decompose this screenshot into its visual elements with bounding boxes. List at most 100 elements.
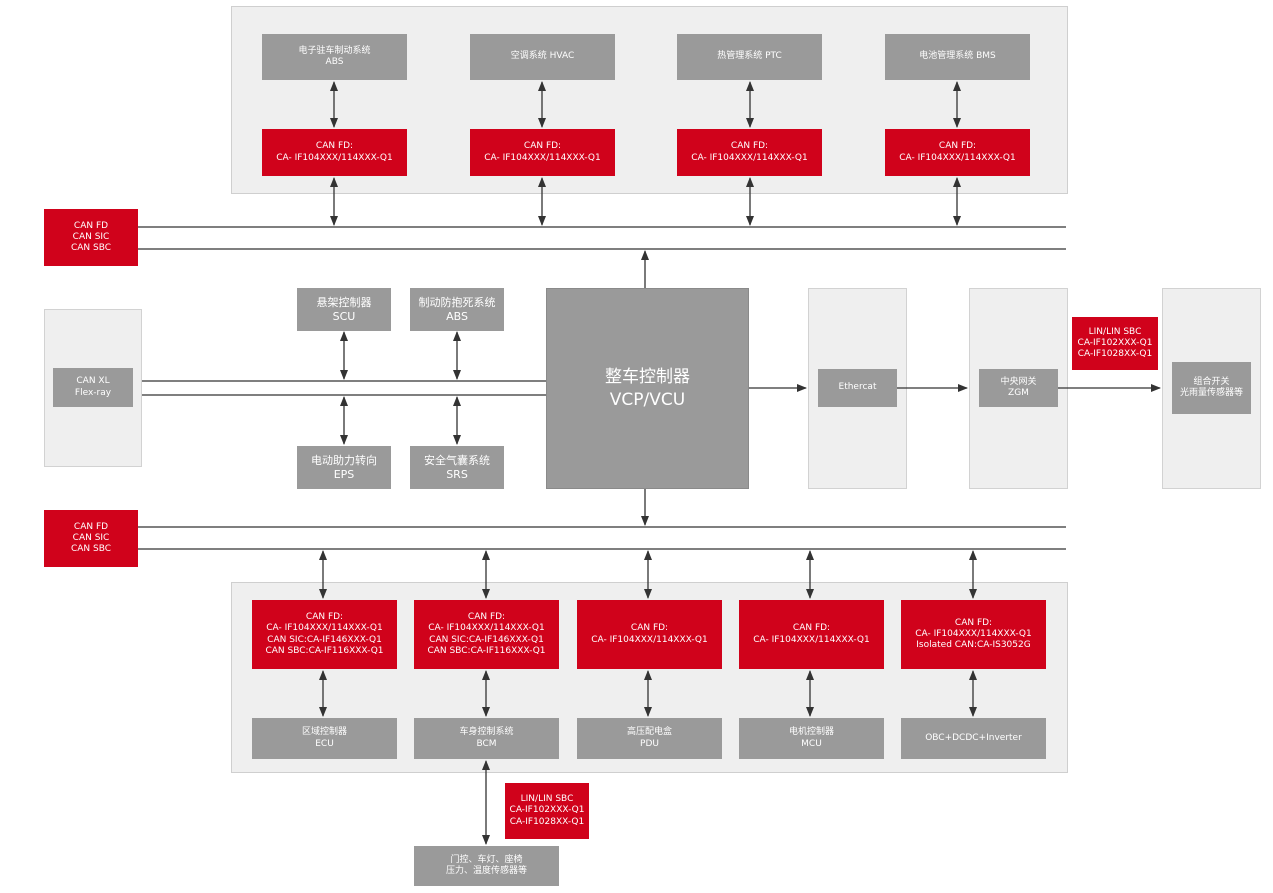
transceiver-line: CAN FD:: [523, 141, 562, 152]
mid-ecu-sub: SRS: [446, 467, 468, 481]
zgm-node[interactable]: 中央网关 ZGM: [979, 369, 1058, 407]
door-module-line: 门控、车灯、座椅: [450, 854, 523, 865]
vehicle-control-unit[interactable]: 整车控制器 VCP/VCU: [546, 288, 749, 489]
top-ecu-abs[interactable]: 电子驻车制动系统 ABS: [262, 34, 407, 80]
bus-label-top[interactable]: CAN FD CAN SIC CAN SBC: [44, 209, 138, 266]
bottom-ecu-sub: PDU: [640, 738, 659, 749]
can-xl-line: Flex-ray: [74, 387, 112, 398]
top-ecu-bms[interactable]: 电池管理系统 BMS: [885, 34, 1030, 80]
transceiver-line: CA- IF104XXX/114XXX-Q1: [753, 634, 870, 645]
transceiver-line: CAN FD:: [792, 623, 831, 634]
bottom-ecu-sub: MCU: [801, 738, 822, 749]
transceiver-line: CAN FD:: [630, 623, 669, 634]
bus-label-line: CAN SIC: [72, 532, 110, 543]
lin-line: CA-IF1028XX-Q1: [509, 816, 585, 827]
top-ecu-hvac[interactable]: 空调系统 HVAC: [470, 34, 615, 80]
bottom-ecu-sub: BCM: [476, 738, 497, 749]
ethercat-node[interactable]: Ethercat: [818, 369, 897, 407]
top-transceiver[interactable]: CAN FD: CA- IF104XXX/114XXX-Q1: [262, 129, 407, 176]
mid-ecu-eps[interactable]: 电动助力转向 EPS: [297, 446, 391, 489]
bus-label-bottom[interactable]: CAN FD CAN SIC CAN SBC: [44, 510, 138, 567]
bottom-ecu-name: 电机控制器: [788, 727, 834, 738]
transceiver-line: CA- IF104XXX/114XXX-Q1: [915, 628, 1032, 639]
transceiver-line: CAN FD:: [938, 141, 977, 152]
transceiver-line: CA- IF104XXX/114XXX-Q1: [591, 634, 708, 645]
transceiver-line: CAN FD:: [730, 141, 769, 152]
mid-ecu-abs[interactable]: 制动防抱死系统 ABS: [410, 288, 504, 331]
transceiver-line: CAN SBC:CA-IF116XXX-Q1: [265, 645, 384, 656]
vcu-title: 整车控制器: [605, 367, 690, 388]
bottom-ecu-bcm[interactable]: 车身控制系统 BCM: [414, 718, 559, 759]
bottom-ecu-name: 区域控制器: [301, 727, 347, 738]
lin-line: LIN/LIN SBC: [1088, 326, 1142, 337]
door-module-line: 压力、温度传感器等: [445, 866, 527, 876]
transceiver-line: CA- IF104XXX/114XXX-Q1: [691, 152, 808, 163]
bus-label-line: CAN FD: [73, 521, 109, 532]
mid-ecu-sub: SCU: [332, 309, 356, 323]
bottom-ecu-pdu[interactable]: 高压配电盒 PDU: [577, 718, 722, 759]
bottom-ecu-name: 车身控制系统: [459, 727, 514, 738]
top-ecu-name: 热管理系统 PTC: [717, 51, 782, 62]
transceiver-line: CAN SBC:CA-IF116XXX-Q1: [427, 645, 546, 656]
bottom-ecu-mcu[interactable]: 电机控制器 MCU: [739, 718, 884, 759]
mid-ecu-scu[interactable]: 悬架控制器 SCU: [297, 288, 391, 331]
bottom-transceiver[interactable]: CAN FD: CA- IF104XXX/114XXX-Q1 Isolated …: [901, 600, 1046, 669]
mid-ecu-sub: EPS: [333, 467, 355, 481]
transceiver-line: CAN SIC:CA-IF146XXX-Q1: [267, 634, 382, 645]
mid-ecu-sub: ABS: [446, 309, 468, 323]
top-ecu-sub: ABS: [325, 57, 344, 67]
vcu-sub: VCP/VCU: [609, 389, 686, 410]
top-ecu-name: 空调系统 HVAC: [510, 51, 575, 62]
mid-ecu-srs[interactable]: 安全气囊系统 SRS: [410, 446, 504, 489]
transceiver-line: Isolated CAN:CA-IS3052G: [916, 640, 1031, 651]
lin-line: CA-IF1028XX-Q1: [1077, 349, 1153, 360]
transceiver-line: CAN FD:: [315, 141, 354, 152]
bottom-transceiver[interactable]: CAN FD: CA- IF104XXX/114XXX-Q1 CAN SIC:C…: [414, 600, 559, 669]
lin-line: CA-IF102XXX-Q1: [1077, 337, 1153, 348]
top-ecu-name: 电池管理系统 BMS: [919, 51, 996, 62]
mid-ecu-name: 制动防抱死系统: [418, 295, 496, 309]
transceiver-line: CAN SIC:CA-IF146XXX-Q1: [429, 634, 544, 645]
bottom-ecu-name: OBC+DCDC+Inverter: [925, 732, 1022, 743]
ethercat-label: Ethercat: [838, 382, 877, 393]
bottom-ecu-sub: ECU: [315, 738, 334, 749]
transceiver-line: CA- IF104XXX/114XXX-Q1: [266, 623, 383, 634]
mid-ecu-name: 悬架控制器: [316, 295, 372, 309]
bottom-transceiver[interactable]: CAN FD: CA- IF104XXX/114XXX-Q1: [739, 600, 884, 669]
can-xl-line: CAN XL: [76, 376, 110, 387]
bus-label-line: CAN SBC: [70, 544, 112, 555]
top-ecu-ptc[interactable]: 热管理系统 PTC: [677, 34, 822, 80]
bottom-ecu-obc[interactable]: OBC+DCDC+Inverter: [901, 718, 1046, 759]
lin-line: LIN/LIN SBC: [520, 794, 574, 805]
door-module-node[interactable]: 门控、车灯、座椅 压力、温度传感器等: [414, 846, 559, 886]
transceiver-line: CA- IF104XXX/114XXX-Q1: [484, 152, 601, 163]
bottom-ecu-ecu[interactable]: 区域控制器 ECU: [252, 718, 397, 759]
zgm-line: ZGM: [1008, 388, 1029, 398]
transceiver-line: CA- IF104XXX/114XXX-Q1: [428, 623, 545, 634]
transceiver-line: CA- IF104XXX/114XXX-Q1: [899, 152, 1016, 163]
transceiver-line: CAN FD:: [305, 612, 344, 622]
lin-transceiver-right[interactable]: LIN/LIN SBC CA-IF102XXX-Q1 CA-IF1028XX-Q…: [1072, 317, 1158, 370]
bus-label-line: CAN SBC: [70, 243, 112, 254]
mid-ecu-name: 安全气囊系统: [424, 453, 490, 467]
transceiver-line: CAN FD:: [467, 612, 506, 622]
lin-line: CA-IF102XXX-Q1: [509, 805, 585, 816]
can-xl-node[interactable]: CAN XL Flex-ray: [53, 368, 133, 407]
combo-switch-line: 光雨量传感器等: [1179, 388, 1243, 398]
mid-ecu-name: 电动助力转向: [311, 453, 377, 467]
bottom-transceiver[interactable]: CAN FD: CA- IF104XXX/114XXX-Q1 CAN SIC:C…: [252, 600, 397, 669]
bottom-transceiver[interactable]: CAN FD: CA- IF104XXX/114XXX-Q1: [577, 600, 722, 669]
top-transceiver[interactable]: CAN FD: CA- IF104XXX/114XXX-Q1: [677, 129, 822, 176]
top-ecu-name: 电子驻车制动系统: [298, 45, 371, 56]
bottom-ecu-name: 高压配电盒: [626, 727, 672, 738]
top-transceiver[interactable]: CAN FD: CA- IF104XXX/114XXX-Q1: [885, 129, 1030, 176]
bus-label-line: CAN SIC: [72, 231, 110, 242]
bus-label-line: CAN FD: [73, 220, 109, 231]
top-transceiver[interactable]: CAN FD: CA- IF104XXX/114XXX-Q1: [470, 129, 615, 176]
lin-transceiver-bottom[interactable]: LIN/LIN SBC CA-IF102XXX-Q1 CA-IF1028XX-Q…: [505, 783, 589, 839]
zgm-line: 中央网关: [1000, 376, 1037, 387]
transceiver-line: CA- IF104XXX/114XXX-Q1: [276, 152, 393, 163]
combo-switch-node[interactable]: 组合开关 光雨量传感器等: [1172, 362, 1251, 414]
combo-switch-line: 组合开关: [1193, 376, 1230, 387]
